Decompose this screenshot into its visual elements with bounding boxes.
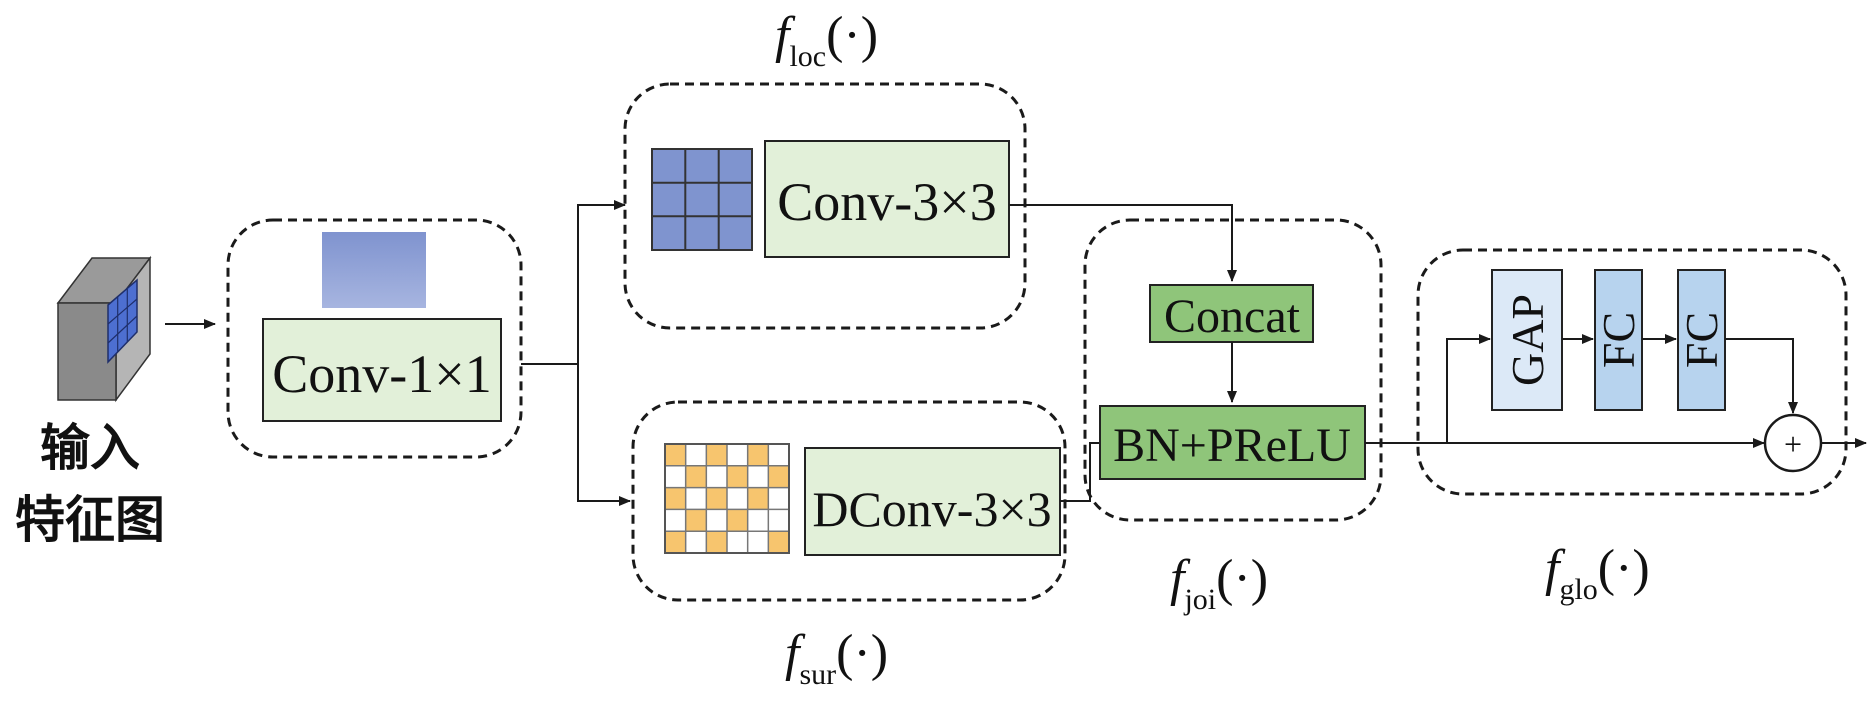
concat-box — [1149, 284, 1314, 343]
fc2-box — [1677, 269, 1726, 411]
dilated-conv-icon — [664, 443, 790, 554]
concat-label: Concat — [1164, 290, 1301, 343]
loc-func-label: floc(·) — [775, 7, 878, 73]
fc2-label: FC — [1676, 312, 1727, 368]
gap-label: GAP — [1502, 294, 1553, 386]
conv1-container — [226, 218, 523, 459]
input-label-line2: 特征图 — [15, 491, 165, 549]
arrow-conv1-to-sur — [577, 364, 631, 506]
glo-func-label: fglo(·) — [1545, 540, 1650, 606]
gap-box — [1491, 269, 1563, 411]
arrow-loc-to-concat — [1009, 204, 1237, 282]
arrow-conv1-to-loc — [521, 200, 626, 365]
sur-conv-label: DConv-3×3 — [812, 481, 1051, 537]
input-label-line1: 输入 — [40, 419, 140, 477]
bn-prelu-box — [1099, 405, 1366, 480]
arrow-fc2-to-plus — [1725, 338, 1798, 414]
bn-prelu-label: BN+PReLU — [1113, 419, 1351, 472]
arrow-to-gap — [1446, 334, 1491, 443]
glo-container — [1416, 248, 1848, 496]
joi-container — [1083, 218, 1383, 522]
loc-conv-box — [764, 140, 1010, 258]
connector-sur-to-bn — [1060, 442, 1100, 502]
feature-map-icon — [322, 232, 426, 308]
joi-func-label: fjoi(·) — [1170, 550, 1268, 616]
fc1-box — [1594, 269, 1643, 411]
conv1-box — [262, 318, 502, 422]
fc1-label: FC — [1593, 312, 1644, 368]
loc-conv-label: Conv-3×3 — [777, 172, 996, 232]
input-feature-map-icon — [56, 255, 152, 403]
conv3x3-kernel-icon — [651, 148, 753, 251]
add-operator-label: + — [1784, 426, 1802, 462]
sur-func-label: fsur(·) — [785, 625, 888, 691]
conv1-label: Conv-1×1 — [272, 344, 491, 404]
